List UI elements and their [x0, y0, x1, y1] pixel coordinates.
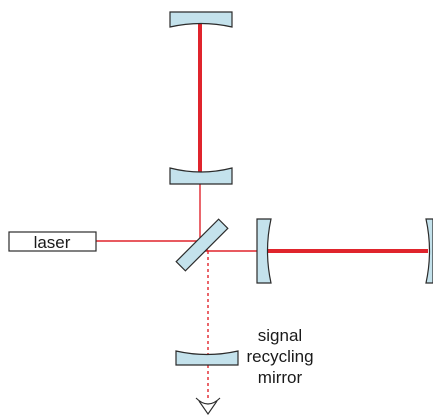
- signal-recycling-mirror: [175, 350, 239, 366]
- laser-box: [8, 231, 97, 252]
- laser-label: laser: [34, 233, 71, 252]
- signal-mirror-label-line-3: mirror: [258, 368, 303, 387]
- north-end-mirror: [169, 11, 233, 28]
- beamsplitter: [175, 218, 229, 272]
- north-input-mirror: [169, 167, 233, 185]
- signal-mirror-label-line-2: recycling: [246, 347, 313, 366]
- eye-icon: [195, 397, 221, 415]
- east-end-mirror: [425, 218, 433, 284]
- signal-mirror-label-line-1: signal: [258, 326, 302, 345]
- east-input-mirror: [256, 218, 272, 284]
